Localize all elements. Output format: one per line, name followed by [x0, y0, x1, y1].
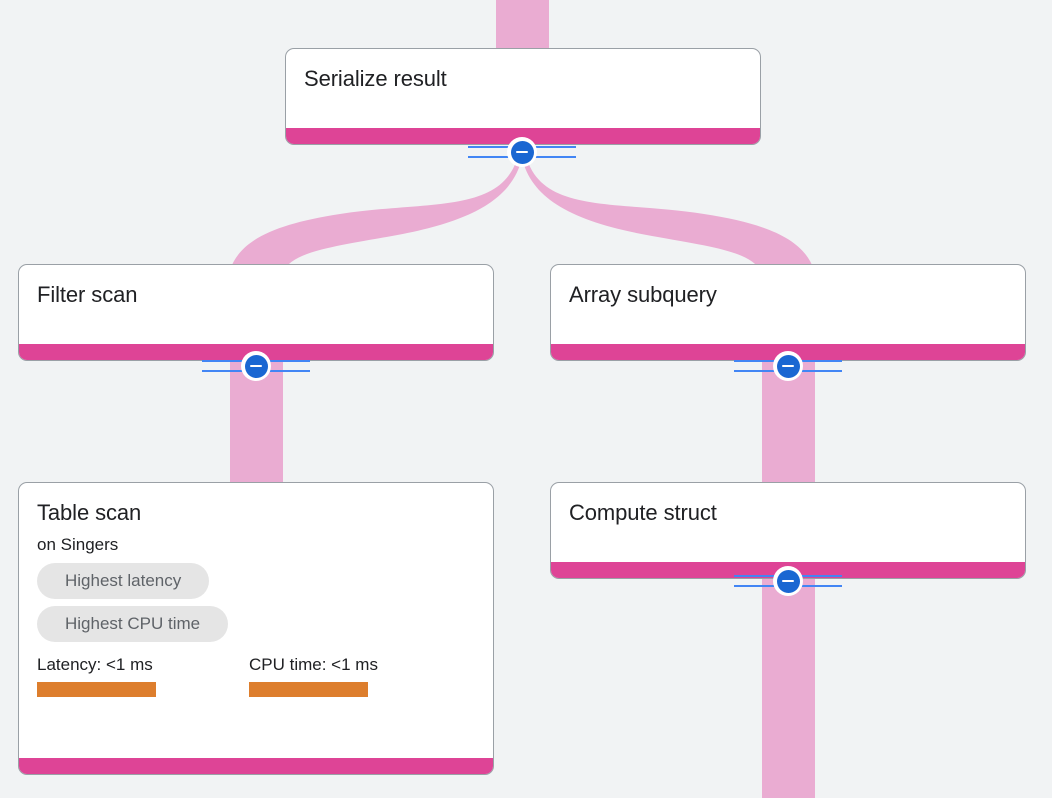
- metric-latency-bar-fill: [37, 682, 156, 697]
- node-title: Filter scan: [37, 282, 138, 307]
- edge-serialize-result-to-array-subquery: [522, 152, 814, 272]
- node-title: Table scan: [37, 500, 142, 525]
- edge-serialize-result-to-filter-scan: [230, 152, 522, 272]
- minus-circle-icon[interactable]: [507, 137, 537, 167]
- minus-glyph: [782, 579, 794, 583]
- node-body: Compute struct: [551, 483, 1025, 562]
- node-table-scan[interactable]: Table scan on Singers Highest latency Hi…: [18, 482, 494, 775]
- node-title: Compute struct: [569, 500, 717, 525]
- minus-circle-icon[interactable]: [241, 351, 271, 381]
- node-subtitle: on Singers: [37, 535, 119, 554]
- toggle-knob-inner: [776, 569, 800, 593]
- edge-incoming-to-serialize-result: [496, 0, 549, 52]
- node-serialize-result[interactable]: Serialize result: [285, 48, 761, 145]
- minus-circle-icon[interactable]: [773, 351, 803, 381]
- edge-compute-struct-downstream: [762, 575, 815, 798]
- minus-circle-icon[interactable]: [773, 566, 803, 596]
- minus-glyph: [250, 364, 262, 368]
- collapse-toggle-compute-struct[interactable]: [734, 566, 842, 596]
- node-badge-list: Highest latency Highest CPU time: [37, 563, 229, 642]
- metric-cpu-time-bar-fill: [249, 682, 368, 697]
- node-filter-scan[interactable]: Filter scan: [18, 264, 494, 361]
- toggle-knob-inner: [244, 354, 268, 378]
- node-accent-bar: [19, 758, 493, 774]
- minus-glyph: [516, 150, 528, 154]
- node-array-subquery[interactable]: Array subquery: [550, 264, 1026, 361]
- node-metrics-row: Latency: <1 ms CPU time: <1 ms: [37, 654, 378, 697]
- node-title: Serialize result: [304, 66, 447, 91]
- node-title: Array subquery: [569, 282, 717, 307]
- node-body: Table scan on Singers Highest latency Hi…: [19, 483, 493, 758]
- metric-latency-label: Latency: <1 ms: [37, 655, 153, 674]
- collapse-toggle-serialize-result[interactable]: [468, 137, 576, 167]
- metric-cpu-time: CPU time: <1 ms: [249, 654, 378, 697]
- collapse-toggle-array-subquery[interactable]: [734, 351, 842, 381]
- toggle-knob-inner: [776, 354, 800, 378]
- node-compute-struct[interactable]: Compute struct: [550, 482, 1026, 579]
- node-accent-bar: [286, 128, 760, 144]
- node-body: Filter scan: [19, 265, 493, 344]
- collapse-toggle-filter-scan[interactable]: [202, 351, 310, 381]
- toggle-knob-inner: [510, 140, 534, 164]
- metric-latency: Latency: <1 ms: [37, 654, 156, 697]
- status-badge-highest-latency[interactable]: Highest latency: [37, 563, 210, 599]
- metric-latency-bar: [37, 682, 156, 697]
- minus-glyph: [782, 364, 794, 368]
- metric-cpu-time-label: CPU time: <1 ms: [249, 655, 378, 674]
- node-body: Serialize result: [286, 49, 760, 128]
- status-badge-highest-cpu-time[interactable]: Highest CPU time: [37, 606, 229, 642]
- metric-cpu-time-bar: [249, 682, 368, 697]
- node-body: Array subquery: [551, 265, 1025, 344]
